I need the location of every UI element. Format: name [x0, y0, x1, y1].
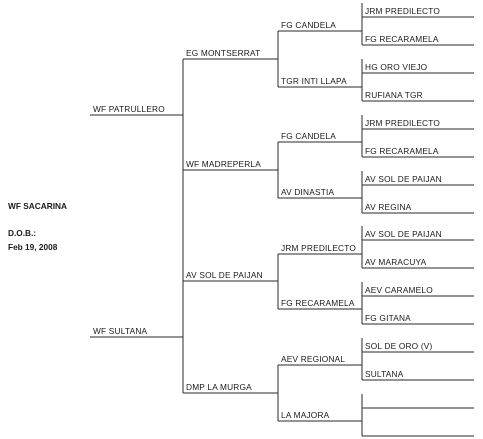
gen5-name: AV SOL DE PAIJAN — [365, 174, 442, 184]
gen4-name: FG CANDELA — [281, 131, 337, 141]
gen3-name: WF MADREPERLA — [186, 159, 261, 169]
gen3-name: EG MONTSERRAT — [186, 48, 261, 58]
gen4-name: AV DINASTIA — [281, 187, 335, 197]
gen4-name: FG RECARAMELA — [281, 298, 355, 308]
subject-name: WF SACARINA — [8, 201, 67, 211]
dam-name: WF SULTANA — [93, 326, 148, 336]
gen5-name: SULTANA — [365, 369, 404, 379]
dob-value: Feb 19, 2008 — [8, 242, 58, 252]
dob-label: D.O.B.: — [8, 228, 37, 238]
gen5-name: FG GITANA — [365, 313, 411, 323]
gen3-name: DMP LA MURGA — [186, 382, 252, 392]
gen4-name: JRM PREDILECTO — [281, 243, 357, 253]
gen5-name: AV SOL DE PAIJAN — [365, 229, 442, 239]
gen3-name: AV SOL DE PAIJAN — [186, 270, 263, 280]
gen4-name: LA MAJORA — [281, 410, 330, 420]
gen4-name: FG CANDELA — [281, 20, 337, 30]
gen4-name: TGR INTI LLAPA — [281, 76, 347, 86]
gen4-name: AEV REGIONAL — [281, 354, 346, 364]
gen5-name: AV MARACUYA — [365, 257, 427, 267]
gen5-name: JRM PREDILECTO — [365, 6, 441, 16]
gen5-name: FG RECARAMELA — [365, 34, 439, 44]
gen5-name: SOL DE ORO (V) — [365, 341, 433, 351]
gen5-name: JRM PREDILECTO — [365, 118, 441, 128]
gen5-name: FG RECARAMELA — [365, 146, 439, 156]
gen5-name: AV REGINA — [365, 202, 412, 212]
gen5-name: RUFIANA TGR — [365, 90, 423, 100]
sire-name: WF PATRULLERO — [93, 104, 165, 114]
gen5-name: AEV CARAMELO — [365, 285, 433, 295]
gen5-name: HG ORO VIEJO — [365, 62, 428, 72]
